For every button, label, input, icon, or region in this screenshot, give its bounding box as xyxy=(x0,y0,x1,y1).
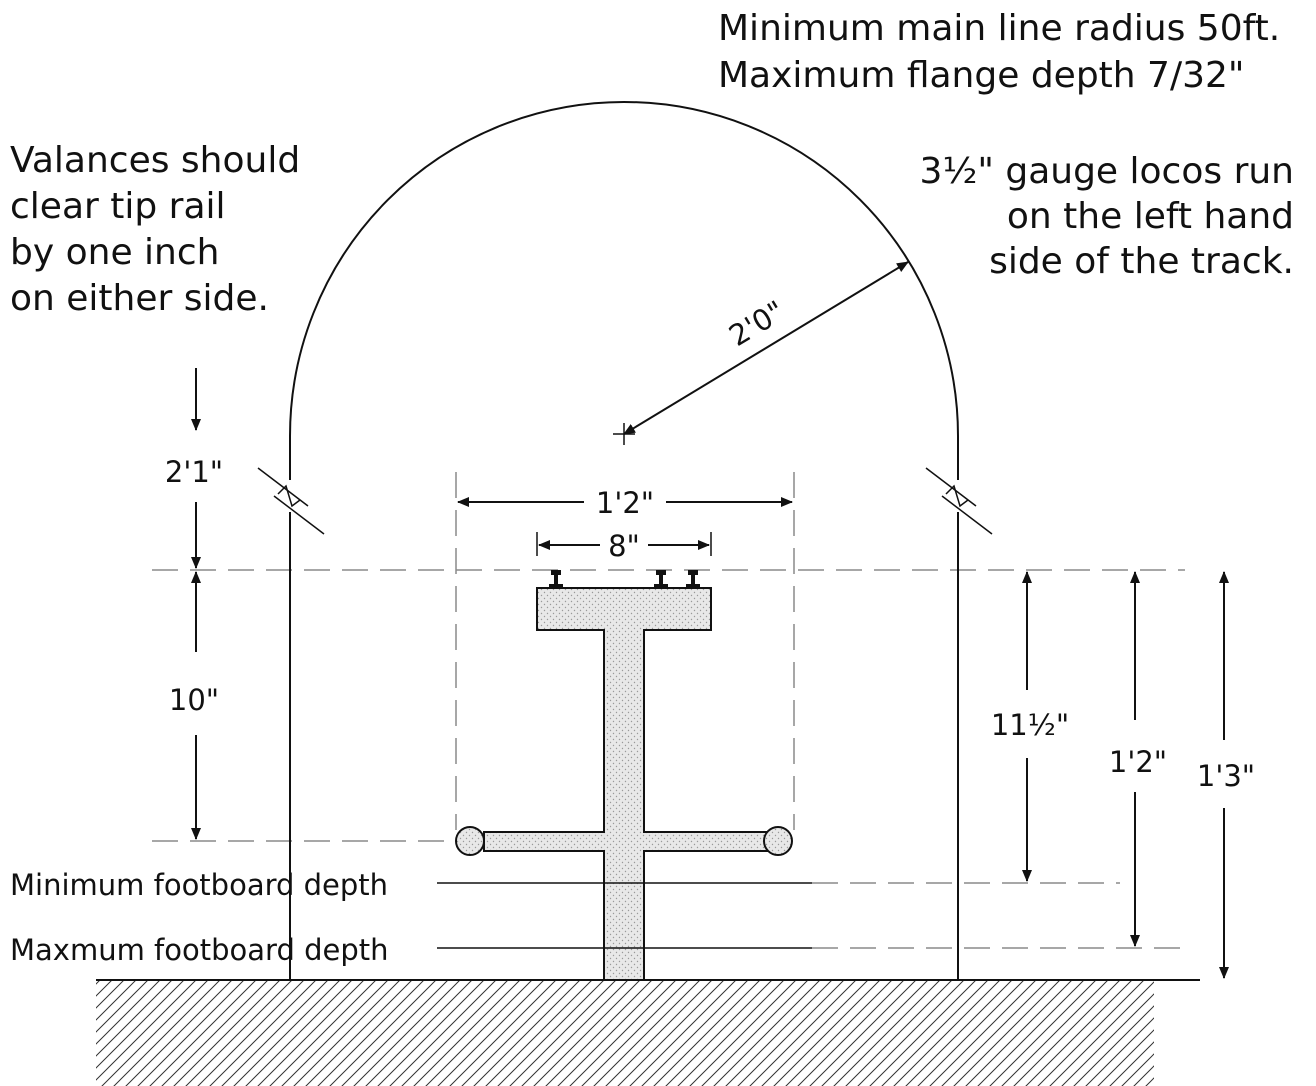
note-left-line-2: clear tip rail xyxy=(10,186,226,227)
rail-right-outer xyxy=(686,570,700,588)
height-c-label: 1'3" xyxy=(1197,759,1255,793)
note-left-line-1: Valances should xyxy=(10,140,300,181)
rail-left xyxy=(549,570,563,588)
radius-arrow xyxy=(623,261,909,435)
frame-body xyxy=(483,587,771,981)
note-right-line-3: side of the track. xyxy=(989,241,1294,282)
right-handrail xyxy=(763,826,793,856)
inner-width-label-bg xyxy=(600,530,648,560)
note-right-line-1: 3½" gauge locos run xyxy=(920,151,1294,192)
break-height-label: 2'1" xyxy=(165,455,223,489)
overall-width-label: 1'2" xyxy=(596,486,654,520)
note-left-line-3: by one inch xyxy=(10,232,219,273)
left-break-symbol xyxy=(257,467,325,535)
right-break-symbol xyxy=(925,467,993,535)
max-footboard-label: Maxmum footboard depth xyxy=(10,933,389,967)
note-top-right-line-2: Maximum flange depth 7/32" xyxy=(718,55,1244,96)
min-footboard-label: Minimum footboard depth xyxy=(10,868,388,902)
radius-label: 2'0" xyxy=(723,294,790,353)
ground-hatch xyxy=(96,981,1154,1086)
note-top-right-line-1: Minimum main line radius 50ft. xyxy=(718,8,1280,49)
overall-width-label-bg xyxy=(584,486,666,518)
note-right-line-2: on the left hand xyxy=(1007,196,1294,237)
gauge-arch xyxy=(289,101,959,980)
rail-handrail-label: 10" xyxy=(169,683,219,717)
left-handrail xyxy=(455,826,485,856)
height-b-label: 1'2" xyxy=(1109,745,1167,779)
rail-right-inner xyxy=(654,570,668,588)
inner-width-label: 8" xyxy=(608,529,640,563)
height-a-label: 11½" xyxy=(991,708,1069,742)
note-left-line-4: on either side. xyxy=(10,278,269,319)
